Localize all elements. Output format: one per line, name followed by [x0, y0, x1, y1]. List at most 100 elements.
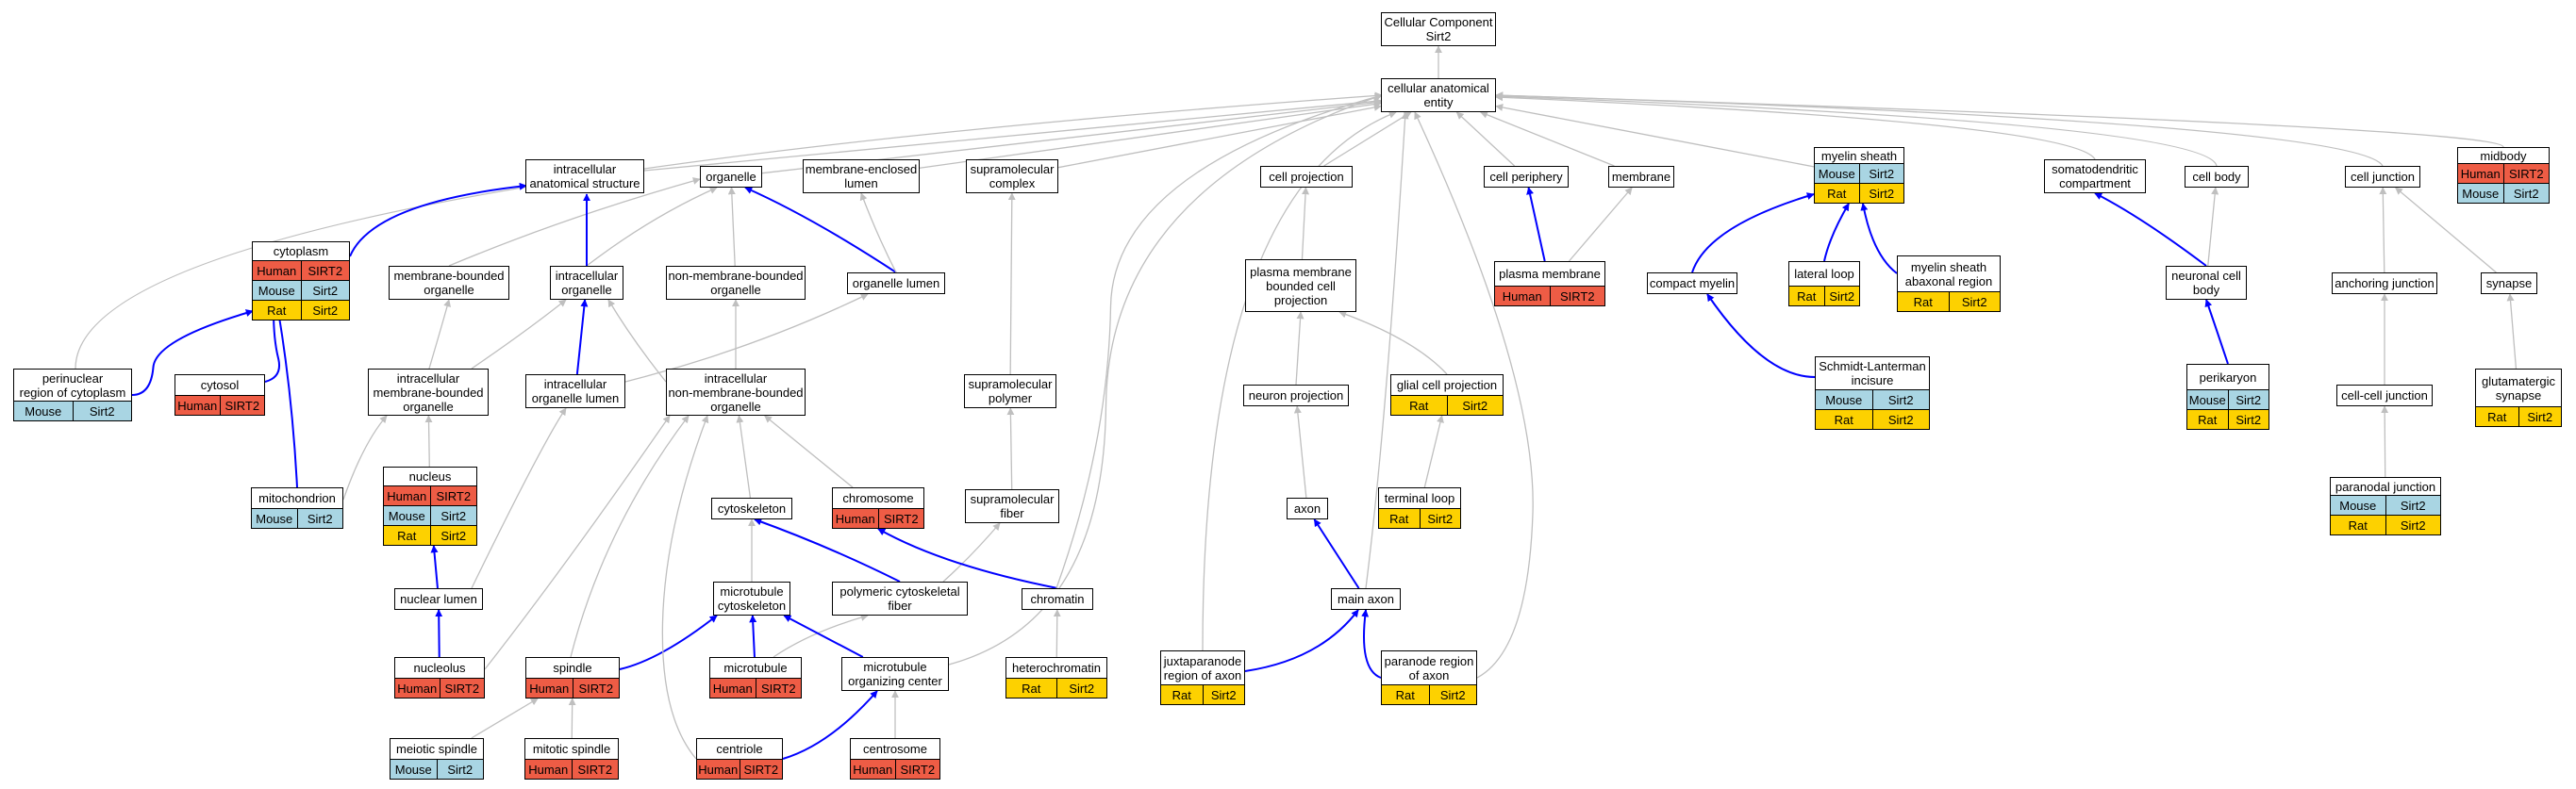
term-node[interactable]: microtubule organizing center — [841, 657, 949, 691]
edge-is-a — [948, 93, 1383, 666]
edge-is-a — [1414, 111, 1534, 679]
term-node[interactable]: organelle — [700, 166, 762, 188]
term-node[interactable]: membrane-enclosed lumen — [803, 159, 920, 193]
species-cell: Rat — [2331, 516, 2386, 534]
term-node[interactable]: cell-cell junction — [2336, 385, 2433, 406]
term-node[interactable]: cell periphery — [1484, 166, 1569, 188]
edge-part-of — [749, 615, 757, 658]
gene-cell: Sirt2 — [2235, 412, 2262, 427]
term-node[interactable]: nuclear lumen — [394, 588, 483, 610]
term-node[interactable]: plasma membrane bounded cell projection — [1245, 259, 1356, 312]
term-node[interactable]: cell junction — [2345, 166, 2420, 188]
term-node[interactable]: cell body — [2185, 166, 2249, 188]
term-node[interactable]: cytoskeleton — [711, 498, 792, 519]
term-node[interactable]: membrane-bounded organelle — [389, 266, 509, 300]
edge-is-a — [1423, 415, 1444, 488]
term-node[interactable]: anchoring junction — [2332, 272, 2437, 294]
gene-cell: Sirt2 — [2400, 498, 2426, 513]
term-node[interactable]: intracellular non-membrane-bounded organ… — [666, 369, 806, 416]
gene-cell: Sirt2 — [447, 762, 474, 777]
species-cell: Human — [395, 679, 440, 698]
species-cell: Rat — [1815, 184, 1860, 203]
edge-part-of — [754, 518, 901, 583]
term-node[interactable]: cellular anatomical entity — [1381, 78, 1496, 112]
term-node[interactable]: supramolecular complex — [966, 159, 1058, 193]
term-node[interactable]: membrane — [1608, 166, 1674, 188]
term-node[interactable]: neuron projection — [1243, 385, 1349, 406]
species-cell: Rat — [1379, 509, 1421, 528]
term-label: myelin sheath abaxonal region — [1897, 255, 2001, 292]
gene-cell: SIRT2 — [1559, 288, 1595, 304]
term-node[interactable]: organelle lumen — [847, 272, 945, 294]
edge-part-of — [430, 545, 439, 589]
term-node[interactable]: axon — [1287, 498, 1328, 519]
term-node[interactable]: supramolecular polymer — [964, 374, 1056, 408]
species-cell: Mouse — [253, 281, 302, 300]
term-node[interactable]: Cellular Component Sirt2 — [1381, 12, 1496, 46]
term-node[interactable]: cell projection — [1260, 166, 1353, 188]
species-cell: Mouse — [2331, 496, 2386, 515]
term-label: midbody — [2457, 147, 2550, 164]
gene-cell: SIRT2 — [760, 681, 796, 696]
edge-is-a — [570, 415, 690, 658]
gene-cell: SIRT2 — [224, 398, 260, 413]
term-node[interactable]: main axon — [1331, 588, 1401, 610]
term-node[interactable]: somatodendritic compartment — [2044, 159, 2146, 193]
species-cell: Rat — [1816, 410, 1873, 429]
gene-cell: Sirt2 — [1210, 687, 1237, 702]
gene-cell: SIRT2 — [577, 762, 613, 777]
term-node[interactable]: intracellular organelle — [550, 266, 623, 300]
term-node[interactable]: intracellular membrane-bounded organelle — [368, 369, 489, 416]
edge-is-a — [1202, 110, 1397, 651]
term-label: perikaryon — [2186, 364, 2269, 390]
edge-is-a — [859, 192, 897, 273]
term-label: glial cell projection — [1390, 374, 1504, 396]
term-node[interactable]: chromatin — [1022, 588, 1093, 610]
term-node[interactable]: intracellular anatomical structure — [525, 159, 644, 193]
gene-cell: Sirt2 — [2235, 392, 2262, 407]
term-node[interactable]: compact myelin — [1647, 272, 1737, 294]
term-node[interactable]: polymeric cytoskeletal fiber — [832, 582, 968, 616]
edge-part-of — [782, 690, 878, 760]
term-node[interactable]: non-membrane-bounded organelle — [666, 266, 806, 300]
edge-is-a — [471, 299, 567, 370]
term-node[interactable]: intracellular organelle lumen — [525, 374, 625, 408]
term-node[interactable]: neuronal cell body — [2166, 266, 2247, 300]
term-node[interactable]: microtubule cytoskeleton — [713, 582, 790, 616]
term-node[interactable]: supramolecular fiber — [965, 489, 1059, 523]
term-node[interactable]: synapse — [2481, 272, 2537, 294]
